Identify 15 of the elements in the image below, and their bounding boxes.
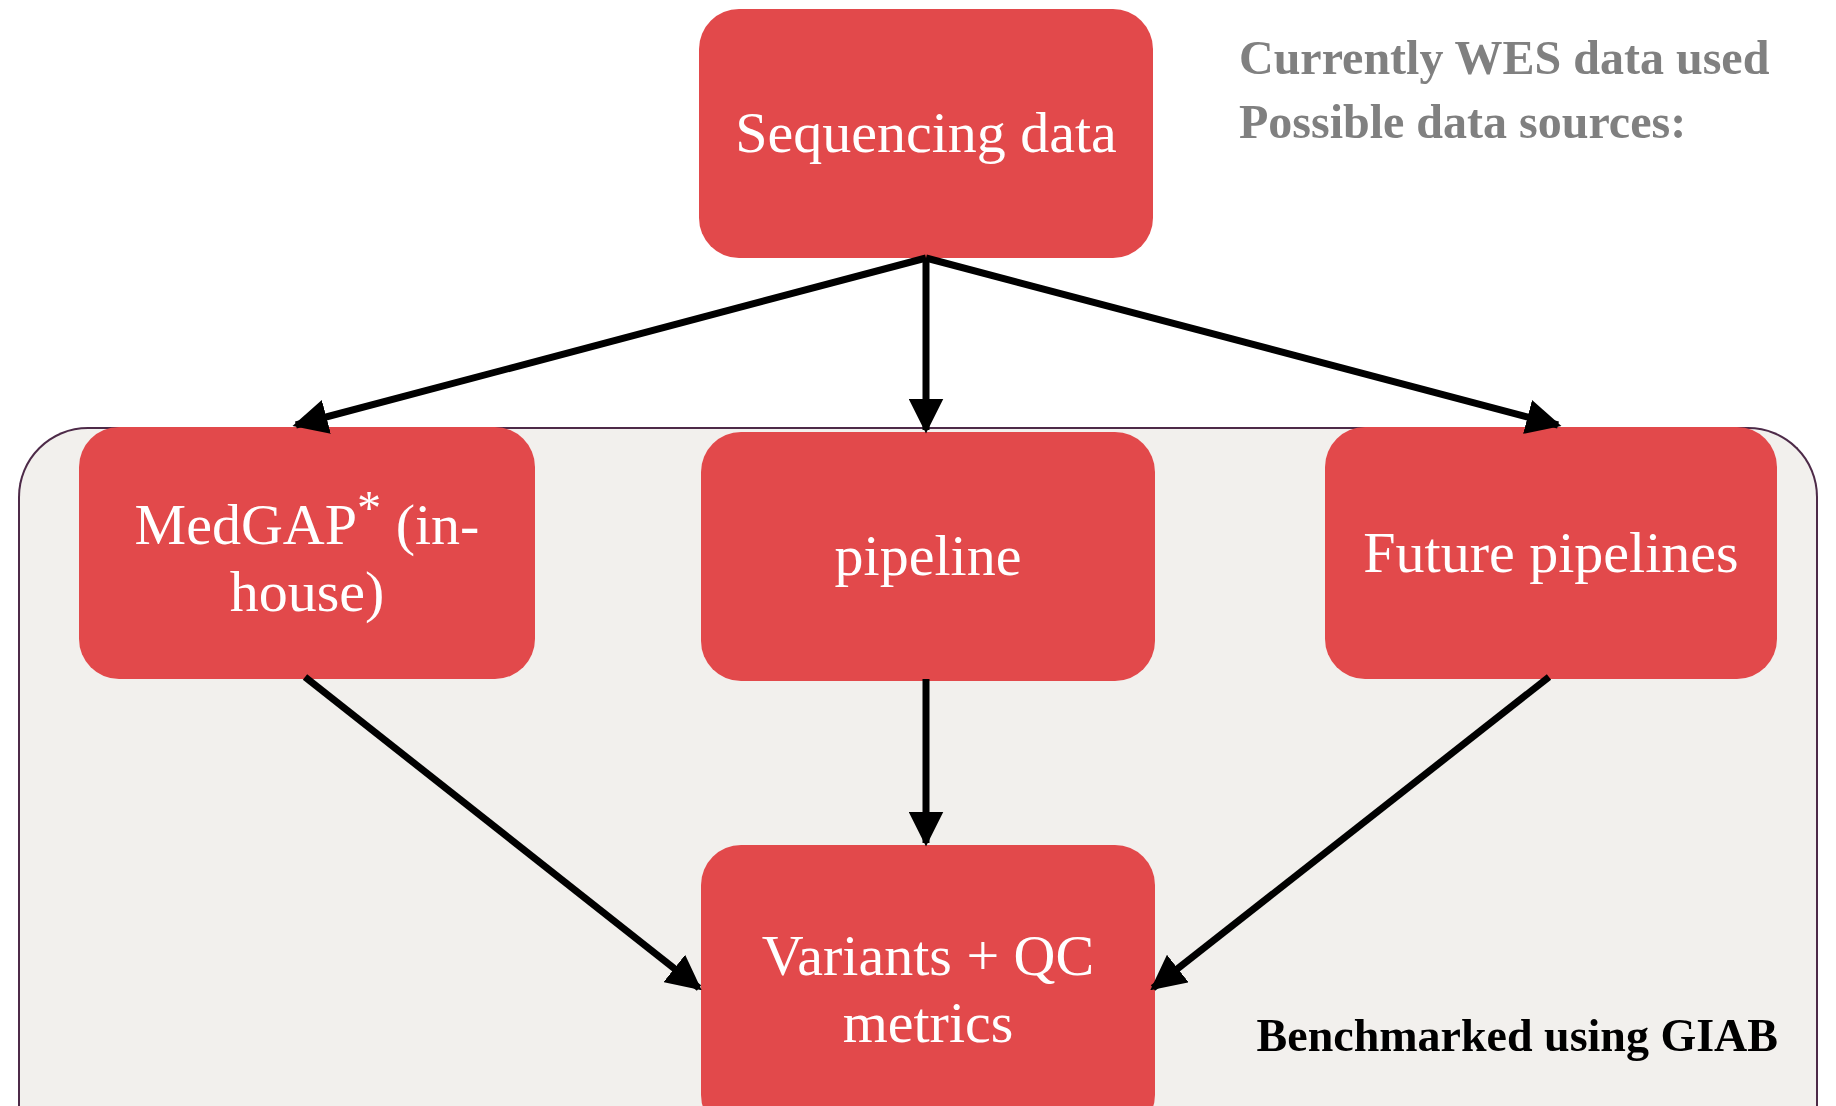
arrow — [925, 254, 1562, 434]
group-panel — [18, 427, 1818, 1106]
arrow — [302, 674, 702, 991]
group-title: Benchmarked using GIAB — [1256, 1009, 1778, 1062]
process-box: MedGAP$^{*}$ (in-house) — [79, 427, 535, 679]
note-text: Possible data sources: — [1239, 94, 1687, 149]
arrow — [908, 258, 944, 434]
process-box: Future pipelines — [1325, 427, 1777, 679]
process-box: pipeline — [701, 432, 1155, 681]
process-box: Sequencing data — [699, 9, 1153, 258]
arrow — [292, 254, 927, 434]
arrow — [908, 679, 944, 847]
note-text: Currently WES data used — [1239, 30, 1770, 85]
arrow — [1150, 674, 1552, 991]
process-box: Variants + QC metrics — [701, 845, 1155, 1106]
